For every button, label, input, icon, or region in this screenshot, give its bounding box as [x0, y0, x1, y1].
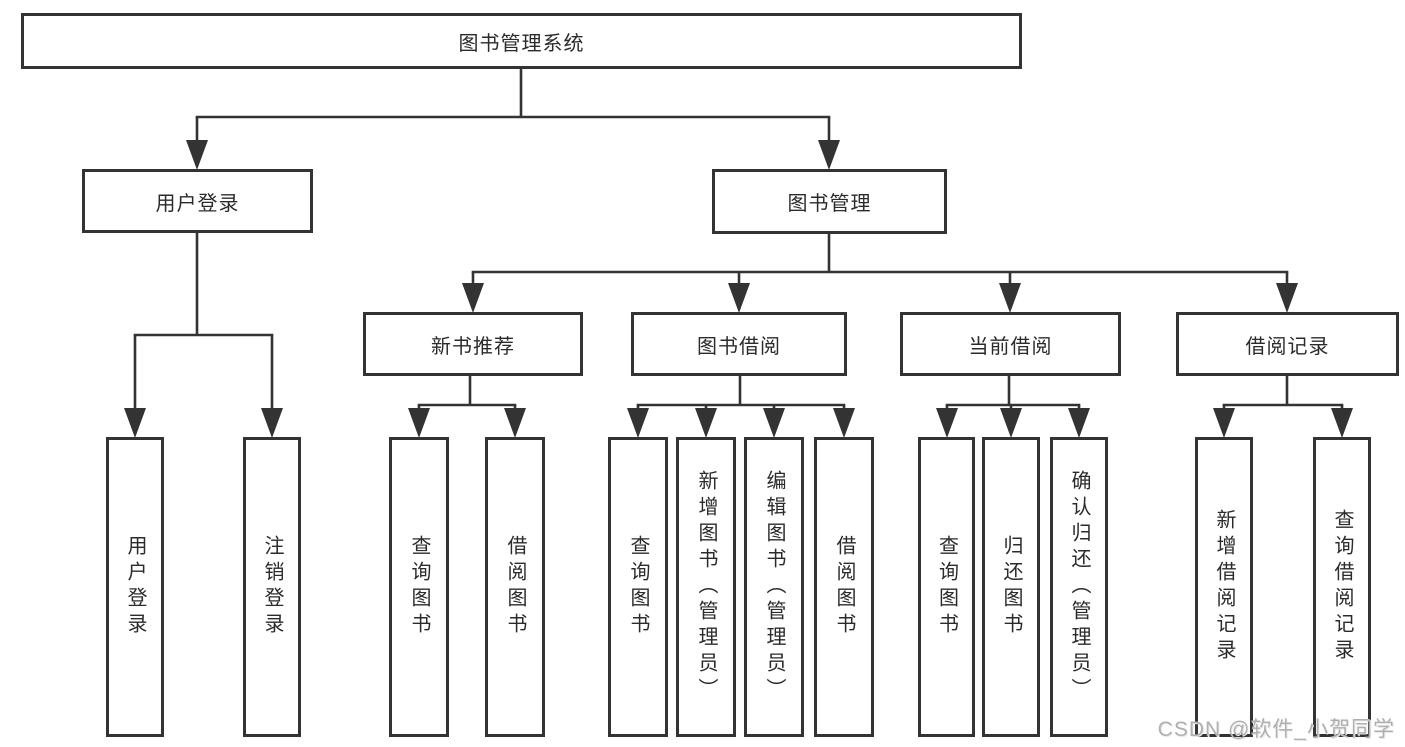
leaf-edit-book-admin: 编辑图书（管理员）	[744, 437, 804, 737]
leaf-label: 查询图书	[935, 535, 958, 639]
leaf-add-book-admin: 新增图书（管理员）	[676, 437, 736, 737]
leaf-label: 用户登录	[124, 535, 146, 639]
node-user-login: 用户登录	[82, 169, 313, 233]
leaf-query-books-current: 查询图书	[918, 437, 975, 737]
arrowheads	[124, 140, 1353, 438]
node-label: 用户登录	[155, 192, 240, 215]
leaf-query-borrow-record: 查询借阅记录	[1313, 437, 1371, 737]
leaf-label: 编辑图书（管理员）	[763, 470, 785, 704]
node-label: 当前借阅	[968, 335, 1053, 358]
leaf-query-books-recommend: 查询图书	[389, 437, 449, 737]
node-label: 图书管理系统	[458, 32, 585, 55]
node-label: 图书管理	[787, 193, 872, 215]
leaf-label: 查询图书	[408, 535, 430, 639]
leaf-logout: 注销登录	[243, 437, 301, 737]
node-new-book-recommendation: 新书推荐	[363, 312, 583, 376]
node-book-management: 图书管理	[712, 169, 947, 234]
node-current-borrowing: 当前借阅	[900, 312, 1121, 376]
leaf-label: 借阅图书	[504, 535, 526, 639]
csdn-watermark: CSDN @软件_小贺同学	[1157, 718, 1395, 741]
node-label: 借阅记录	[1245, 335, 1330, 358]
leaf-label: 归还图书	[1000, 535, 1022, 639]
leaf-label: 查询图书	[627, 535, 649, 639]
leaf-label: 查询借阅记录	[1331, 509, 1353, 665]
leaf-add-borrow-record: 新增借阅记录	[1195, 437, 1253, 737]
node-book-borrowing: 图书借阅	[631, 312, 847, 376]
node-library-management-system: 图书管理系统	[21, 13, 1022, 69]
leaf-query-books-borrow: 查询图书	[608, 437, 668, 737]
node-borrowing-records: 借阅记录	[1176, 312, 1399, 376]
leaf-confirm-return-admin: 确认归还（管理员）	[1050, 437, 1108, 737]
leaf-label: 注销登录	[261, 535, 283, 639]
node-label: 新书推荐	[431, 335, 515, 358]
leaf-borrow-books: 借阅图书	[814, 437, 874, 737]
leaf-label: 新增图书（管理员）	[695, 470, 717, 704]
leaf-return-book: 归还图书	[982, 437, 1040, 737]
node-label: 图书借阅	[697, 335, 781, 358]
leaf-label: 新增借阅记录	[1213, 509, 1235, 665]
leaf-borrow-books-recommend: 借阅图书	[485, 437, 545, 737]
leaf-label: 借阅图书	[833, 535, 855, 639]
leaf-label: 确认归还（管理员）	[1068, 470, 1090, 704]
leaf-user-login: 用户登录	[106, 437, 164, 737]
